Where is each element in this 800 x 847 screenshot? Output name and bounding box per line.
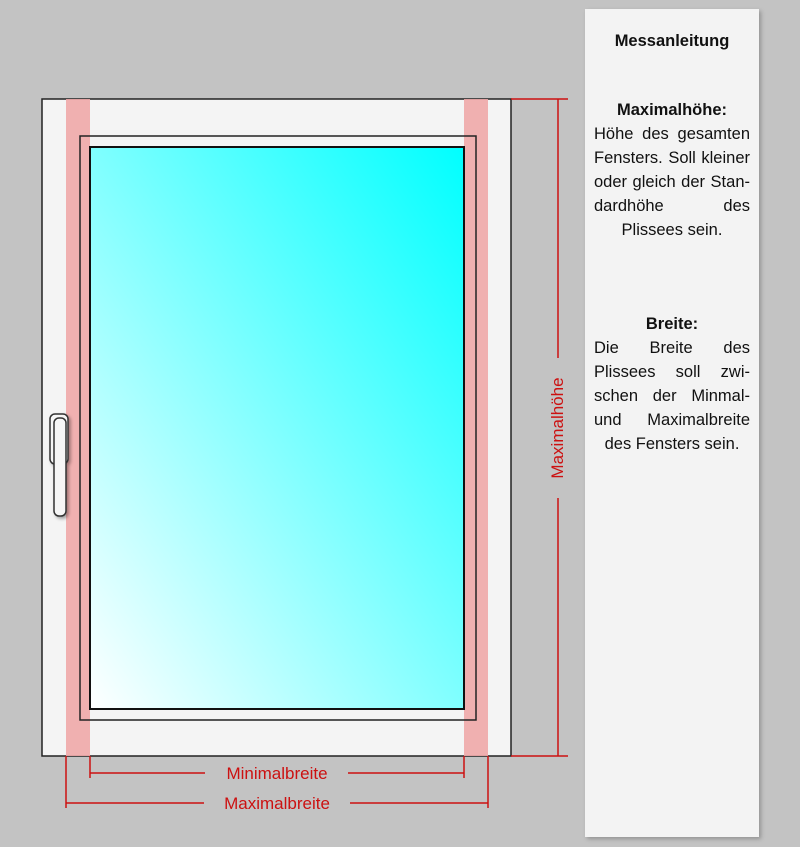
section-heading: Maximalhöhe: [616, 101, 728, 119]
section-text: Die Breite des Plissees soll zwi­schen d… [594, 339, 750, 453]
min-width-dimension [89, 756, 465, 778]
section-max-height: Maximalhöhe: Höhe des ge­samten Fensters… [594, 98, 750, 242]
min-width-label: Minimalbreite [226, 764, 327, 783]
instructions-title: Messanleitung [614, 32, 730, 50]
section-width: Breite: Die Breite des Plissees soll zwi… [594, 312, 750, 456]
glass-pane [89, 146, 465, 710]
section-heading: Breite: [645, 315, 699, 333]
max-height-dimension [511, 98, 568, 757]
max-width-dimension [65, 756, 489, 808]
instructions-panel: Messanleitung Maximalhöhe: Höhe des ge­s… [585, 9, 759, 837]
max-height-label: Maximalhöhe [548, 377, 567, 478]
section-text: Höhe des ge­samten Fensters. Soll kleine… [594, 125, 750, 239]
window-handle-icon [49, 413, 69, 517]
max-width-label: Maximalbreite [224, 794, 330, 813]
min-max-zone-left [66, 99, 90, 756]
window-sash [79, 135, 477, 721]
